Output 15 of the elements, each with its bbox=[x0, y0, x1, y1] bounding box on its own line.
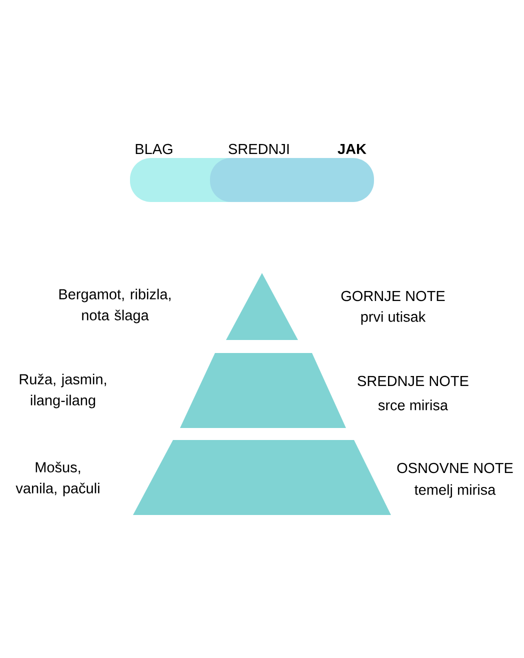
note-heading: OSNOVNE NOTE bbox=[397, 462, 513, 474]
note-subtitle: temelj mirisa bbox=[414, 484, 496, 498]
note-subtitle: srce mirisa bbox=[378, 400, 448, 410]
pyramid-tier bbox=[133, 440, 391, 515]
scale-label: BLAG bbox=[136, 144, 172, 154]
pyramid-tier bbox=[180, 353, 346, 428]
note-list: Bergamot, ribizla, nota šlaga bbox=[59, 288, 170, 324]
note-list: Mošus, vanila, pačuli bbox=[16, 462, 100, 496]
note-heading: GORNJE NOTE bbox=[341, 290, 445, 302]
note-heading: SREDNJE NOTE bbox=[358, 376, 468, 386]
note-list: Ruža, jasmin, ilang-ilang bbox=[20, 374, 106, 408]
pyramid-top-tier bbox=[226, 273, 298, 340]
scale-label: JAK bbox=[338, 144, 366, 154]
scale-label: SREDNJI bbox=[228, 144, 289, 154]
note-subtitle: prvi utisak bbox=[361, 311, 426, 325]
